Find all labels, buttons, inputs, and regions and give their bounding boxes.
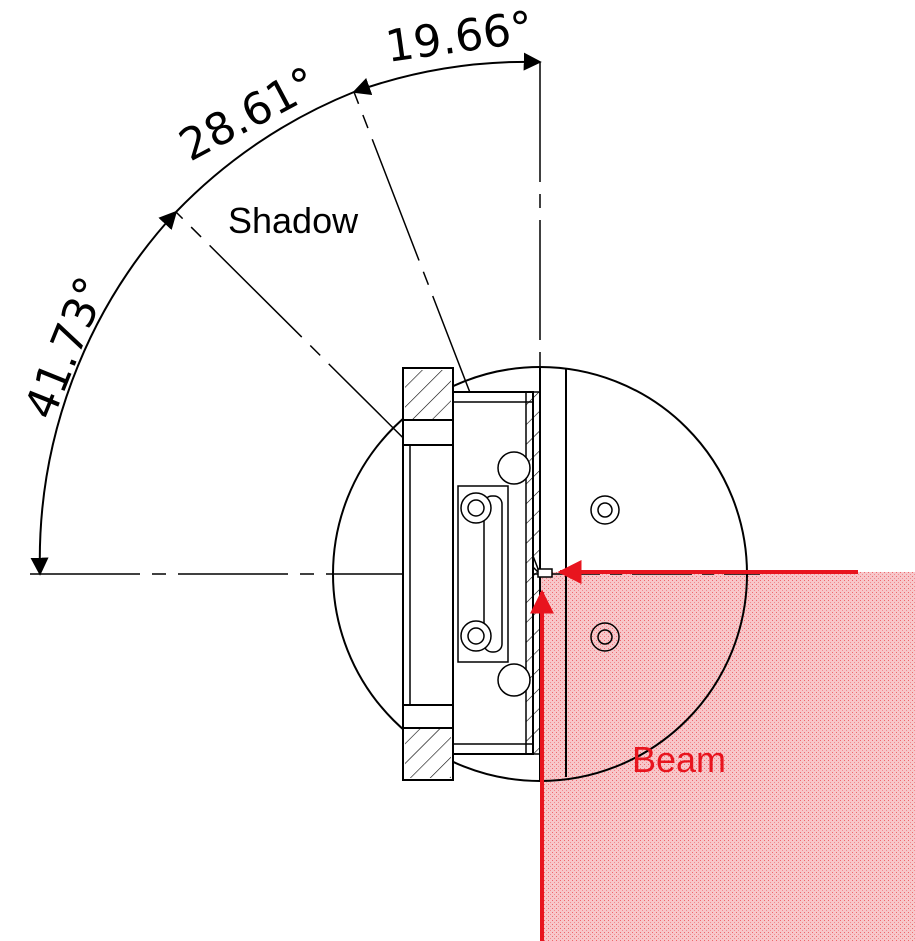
right-screw-bottom-inner bbox=[597, 629, 613, 645]
clamp-block-outer bbox=[402, 367, 454, 781]
beam-area bbox=[540, 572, 915, 941]
dimension-arc-middle bbox=[175, 91, 355, 213]
clamp-block-hatch-bottom bbox=[405, 728, 451, 778]
beam-label: Beam bbox=[632, 739, 726, 780]
dimension-arc-left bbox=[30, 210, 178, 576]
screw-bottom-inner bbox=[467, 627, 485, 645]
clamp-block-hatch-top bbox=[405, 370, 451, 420]
screw-top-inner bbox=[467, 499, 485, 517]
slot-inner bbox=[483, 495, 503, 653]
right-screw-top-outer bbox=[590, 495, 620, 525]
screw-top-outer bbox=[460, 492, 492, 524]
shadow-label: Shadow bbox=[228, 200, 359, 241]
screw-bottom-outer bbox=[460, 620, 492, 652]
sample-pin bbox=[537, 568, 553, 578]
holder-body bbox=[452, 391, 534, 755]
hole-large-top bbox=[497, 451, 531, 485]
hole-large-bottom bbox=[497, 663, 531, 697]
angle-label-middle: 28.61° bbox=[171, 57, 326, 171]
angle-label-left: 41.73° bbox=[15, 270, 118, 426]
dimension-arc-top bbox=[352, 52, 542, 95]
right-screw-top-inner bbox=[597, 502, 613, 518]
right-screw-bottom-outer bbox=[590, 622, 620, 652]
slot-frame bbox=[457, 485, 509, 663]
